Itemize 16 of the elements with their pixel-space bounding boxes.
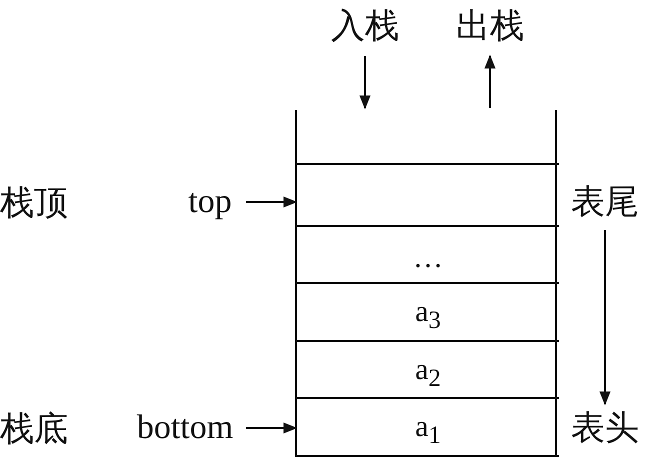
node-label: top xyxy=(178,180,242,224)
stack-cell: a$_{2}$ xyxy=(297,340,559,399)
stack-container xyxy=(295,110,557,457)
stack-cell: a$_{1}$ xyxy=(297,397,559,457)
stack-cell: … xyxy=(297,225,559,284)
arrow xyxy=(484,54,496,108)
node-label: 入栈 xyxy=(325,2,405,50)
node-label: 出栈 xyxy=(450,2,530,50)
node-label: 表头 xyxy=(570,406,640,450)
arrow xyxy=(246,422,298,434)
node-label: bottom xyxy=(128,406,242,450)
arrow xyxy=(359,56,371,110)
stack-cell: a$_{3}$ xyxy=(297,282,559,342)
node-label: 表尾 xyxy=(570,180,640,224)
arrow xyxy=(246,196,298,208)
arrow xyxy=(599,230,611,406)
